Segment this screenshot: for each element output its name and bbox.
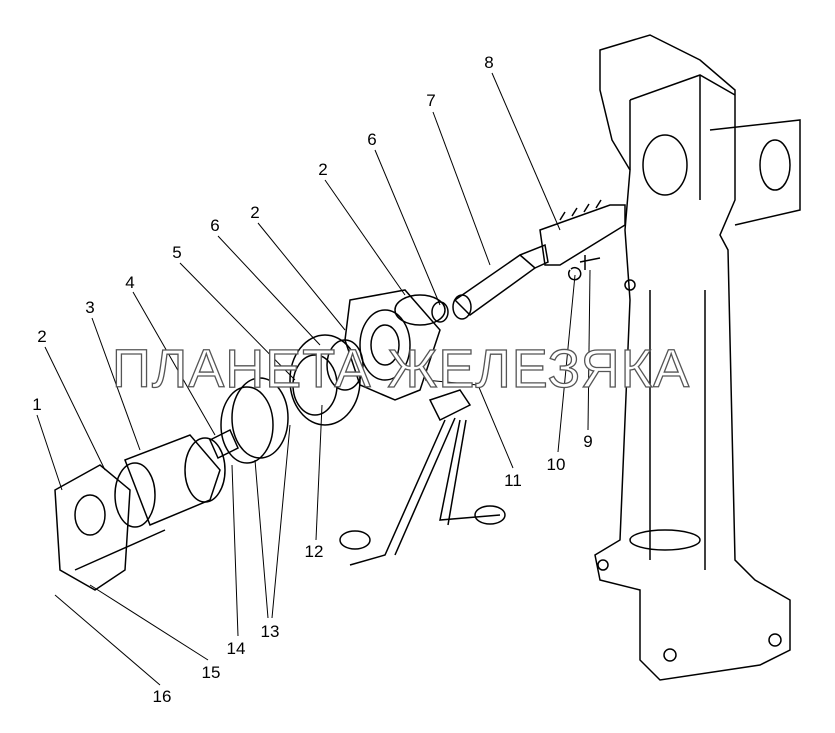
leader-lines — [36, 72, 591, 686]
callout-2b: 2 — [250, 203, 260, 222]
callout-2c: 2 — [318, 160, 328, 179]
callout-6b: 6 — [367, 130, 377, 149]
callout-11: 11 — [504, 471, 522, 490]
bolt-9 — [579, 255, 601, 270]
rack — [539, 199, 626, 266]
callout-12: 12 — [304, 542, 324, 561]
watermark: ПЛАНЕТА ЖЕЛЕЗЯКА — [111, 338, 691, 399]
callout-3: 3 — [85, 298, 95, 317]
cylinder-cover — [344, 289, 446, 401]
callout-6: 6 — [210, 216, 220, 235]
callout-15: 15 — [201, 663, 221, 682]
callout-1: 1 — [32, 395, 42, 414]
callout-13: 13 — [260, 622, 280, 641]
callout-7: 7 — [426, 91, 436, 110]
shaft — [452, 243, 549, 320]
washer-10 — [567, 266, 582, 281]
callout-5: 5 — [172, 243, 182, 262]
piston — [289, 334, 364, 426]
pipes — [339, 389, 506, 566]
nut — [209, 428, 239, 460]
callout-14: 14 — [226, 639, 246, 658]
callout-4: 4 — [125, 273, 135, 292]
callout-10: 10 — [546, 455, 566, 474]
callout-9: 9 — [583, 432, 593, 451]
callout-2: 2 — [37, 327, 47, 346]
housing-column — [594, 34, 801, 681]
callout-8: 8 — [484, 53, 494, 72]
callout-16: 16 — [152, 687, 172, 706]
ring-6-right — [431, 301, 449, 323]
ring-13b — [220, 386, 274, 464]
cylinder — [114, 434, 226, 528]
end-cover — [54, 464, 166, 591]
